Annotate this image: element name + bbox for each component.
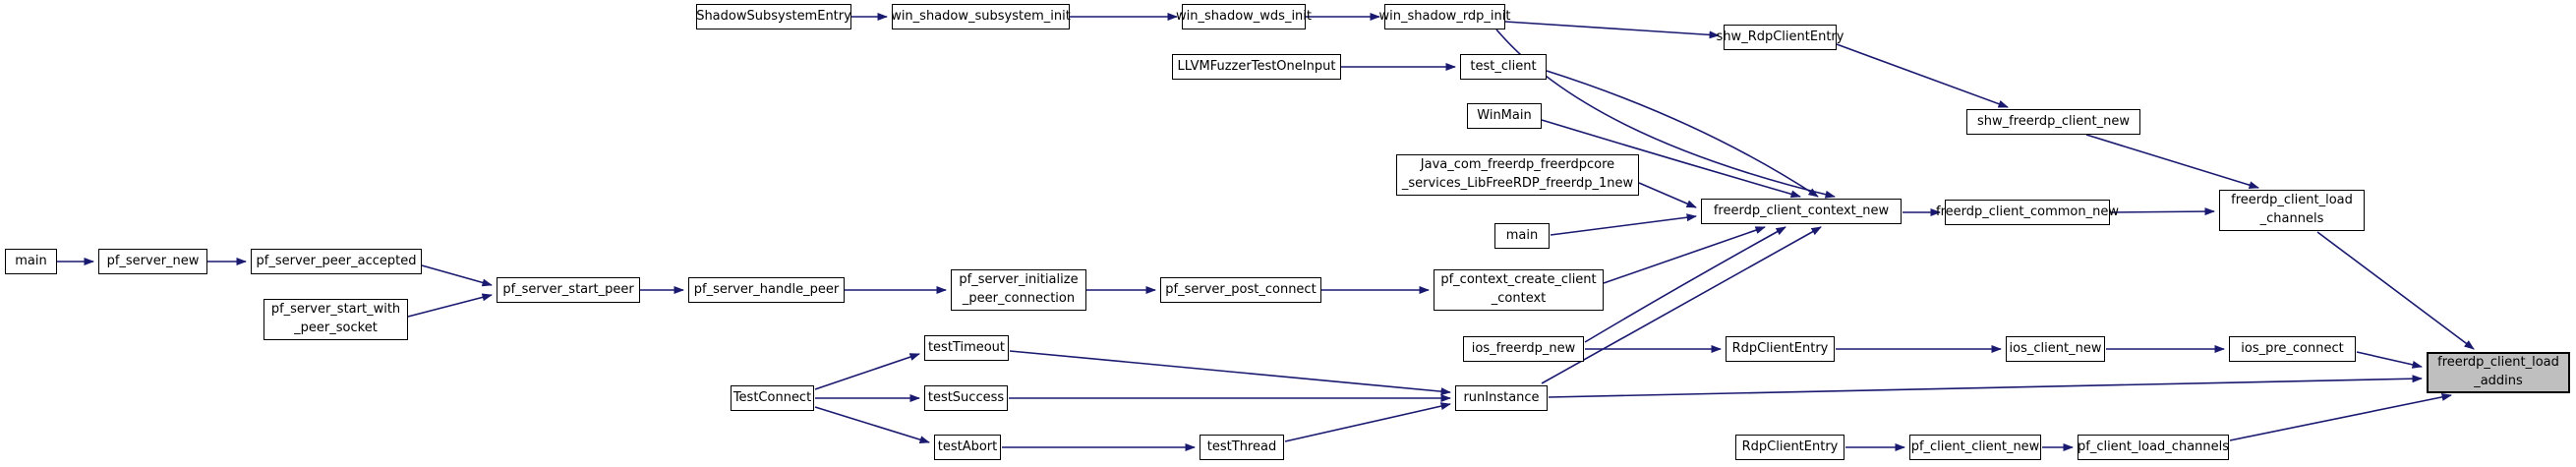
edge-ios_freerdp_new-to-freerdp_client_context_new [1584,226,1786,343]
edge-runInstance-to-freerdp_client_context_new [1541,226,1822,384]
node-ShadowSubsystemEntry[interactable]: ShadowSubsystemEntry [696,4,851,29]
edge-TestConnect-to-testAbort [814,406,930,444]
edge-TestConnect-to-testTimeout [814,353,920,390]
node-pf_server_start_peer[interactable]: pf_server_start_peer [497,277,640,303]
node-pf_server_new[interactable]: pf_server_new [98,249,207,274]
node-pf_client_load_channels[interactable]: pf_client_load_channels [2078,435,2229,460]
edge-pf_context_create_client_context-to-freerdp_client_context_new [1603,226,1766,284]
node-testTimeout[interactable]: testTimeout [924,335,1009,361]
edge-test_client-to-freerdp_client_context_new [1546,70,1819,198]
edge-pf_server_start_with_peer_socket-to-pf_server_start_peer [407,293,493,318]
edge-Java_com_freerdp-to-freerdp_client_context_new [1638,182,1697,208]
node-test_client[interactable]: test_client [1460,54,1547,80]
node-freerdp_client_context_new[interactable]: freerdp_client_context_new [1701,199,1902,224]
node-main_middle[interactable]: main [1494,223,1550,249]
node-ios_pre_connect[interactable]: ios_pre_connect [2229,336,2356,362]
node-main_left[interactable]: main [5,249,57,274]
node-RdpClientEntry_bottom[interactable]: RdpClientEntry [1735,435,1844,460]
edge-pf_client_load_channels-to-freerdp_client_load_addins [2229,392,2452,441]
node-freerdp_client_load_addins: freerdp_client_load _addins [2427,352,2570,393]
node-pf_server_start_with_peer_socket[interactable]: pf_server_start_with _peer_socket [263,299,408,340]
node-pf_server_handle_peer[interactable]: pf_server_handle_peer [688,277,845,303]
node-win_shadow_rdp_init[interactable]: win_shadow_rdp_init [1379,4,1511,29]
edge-freerdp_client_load_channels-to-freerdp_client_load_addins [2316,231,2475,350]
node-shw_freerdp_client_new[interactable]: shw_freerdp_client_new [1966,109,2140,135]
node-pf_context_create_client_context[interactable]: pf_context_create_client _context [1434,269,1604,311]
node-pf_server_initialize_peer_connection[interactable]: pf_server_initialize _peer_connection [951,269,1086,311]
node-RdpClientEntry_ios[interactable]: RdpClientEntry [1726,336,1835,362]
node-TestConnect[interactable]: TestConnect [731,385,814,411]
node-Java_com_freerdp[interactable]: Java_com_freerdp_freerdpcore _services_L… [1396,154,1639,196]
node-testThread[interactable]: testThread [1200,435,1284,460]
edge-shw_RdpClientEntry-to-shw_freerdp_client_new [1836,43,2009,108]
node-WinMain[interactable]: WinMain [1467,103,1542,129]
node-freerdp_client_common_new[interactable]: freerdp_client_common_new [1936,200,2119,225]
node-testAbort[interactable]: testAbort [934,435,1001,460]
edge-testThread-to-runInstance [1284,402,1451,442]
edge-testTimeout-to-runInstance [1009,350,1451,396]
node-win_shadow_wds_init[interactable]: win_shadow_wds_init [1176,4,1312,29]
node-ios_client_new[interactable]: ios_client_new [2006,336,2105,362]
node-pf_client_client_new[interactable]: pf_client_client_new [1909,435,2041,460]
edge-shw_freerdp_client_new-to-freerdp_client_load_channels [2085,134,2259,190]
node-runInstance[interactable]: runInstance [1455,385,1548,411]
node-pf_server_peer_accepted[interactable]: pf_server_peer_accepted [251,249,422,274]
edge-freerdp_client_common_new-to-freerdp_client_load_channels [2110,207,2215,216]
node-testSuccess[interactable]: testSuccess [924,385,1008,411]
edge-pf_server_peer_accepted-to-pf_server_start_peer [421,264,493,287]
node-win_shadow_subsystem_init[interactable]: win_shadow_subsystem_init [891,4,1071,29]
edge-runInstance-to-freerdp_client_load_addins [1548,375,2423,398]
edge-WinMain-to-freerdp_client_context_new [1541,119,1801,199]
edge-win_shadow_rdp_init-to-shw_RdpClientEntry [1504,21,1720,39]
edge-ios_pre_connect-to-freerdp_client_load_addins [2356,351,2423,369]
node-shw_RdpClientEntry[interactable]: shw_RdpClientEntry [1717,25,1844,50]
node-pf_server_post_connect[interactable]: pf_server_post_connect [1160,277,1321,303]
node-LLVMFuzzerTestOneInput[interactable]: LLVMFuzzerTestOneInput [1172,54,1341,80]
edge-main_middle-to-freerdp_client_context_new [1550,213,1697,236]
node-ios_freerdp_new[interactable]: ios_freerdp_new [1463,336,1584,362]
node-freerdp_client_load_channels[interactable]: freerdp_client_load _channels [2219,190,2365,231]
